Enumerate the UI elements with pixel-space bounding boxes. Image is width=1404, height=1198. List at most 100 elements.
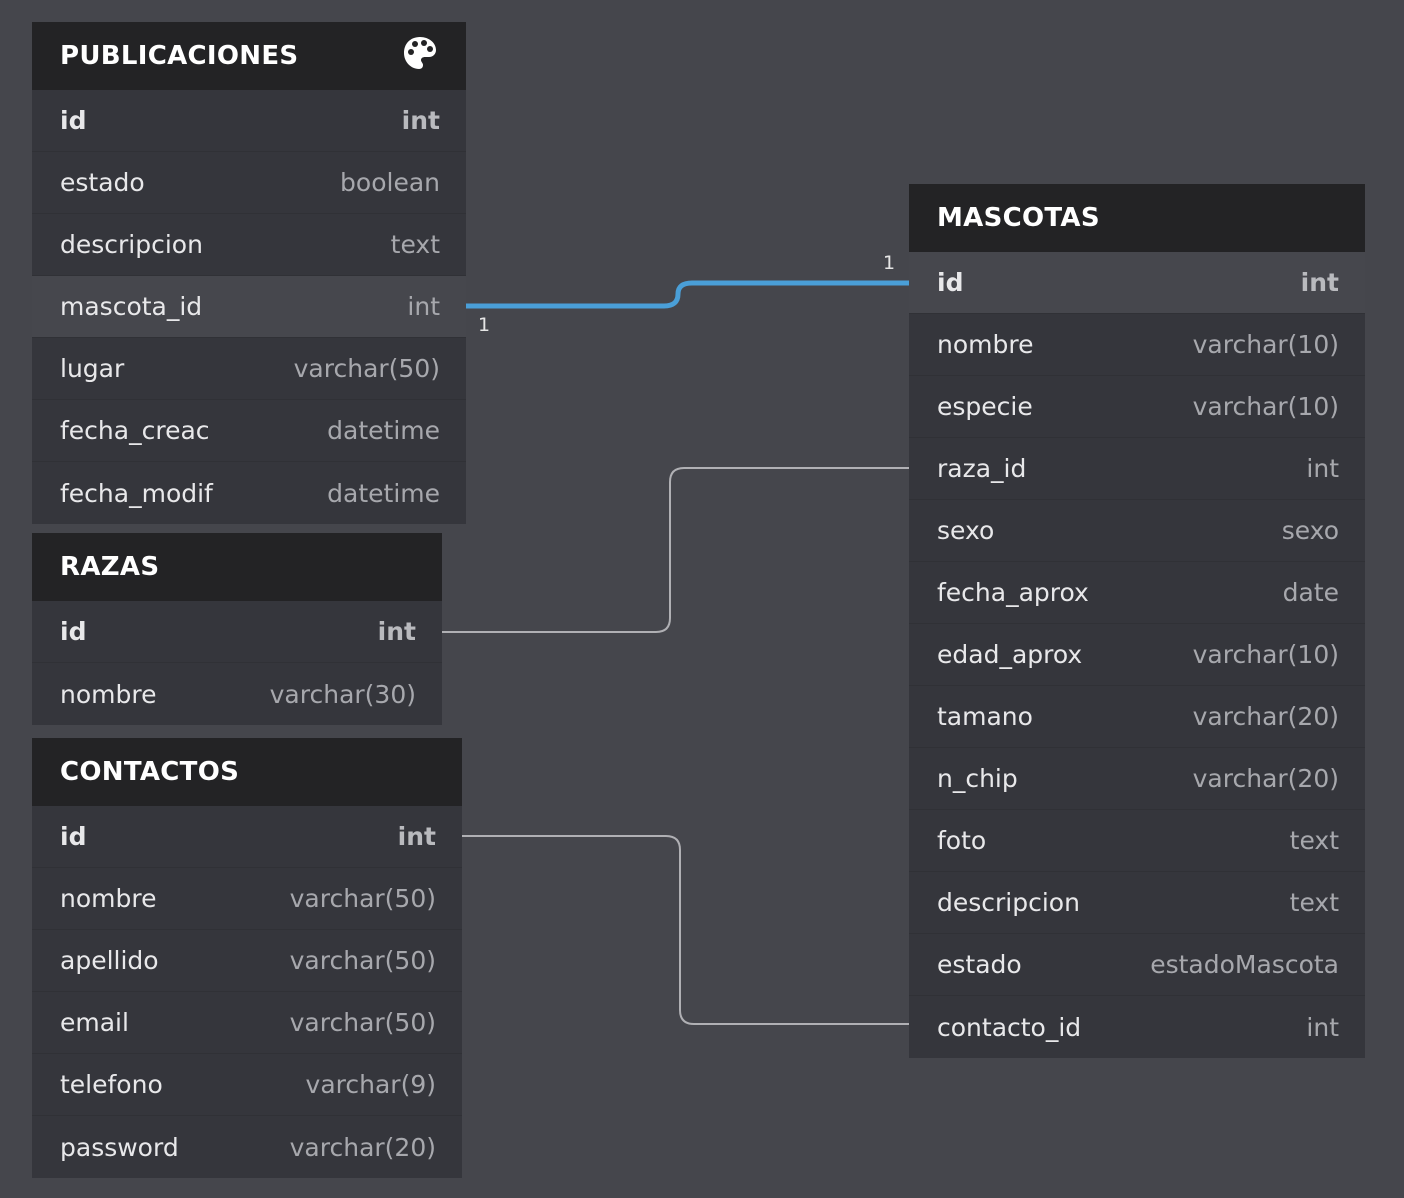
field-type: boolean [340,168,440,197]
field-name: apellido [60,946,159,975]
field-type: int [397,822,436,851]
field-type: varchar(20) [1192,702,1339,731]
field-name: id [60,106,87,135]
field-type: varchar(50) [289,884,436,913]
table-row[interactable]: fecha_creac datetime [32,400,466,462]
table-row[interactable]: sexo sexo [909,500,1365,562]
field-type: estadoMascota [1150,950,1339,979]
field-type: varchar(10) [1192,330,1339,359]
field-type: int [1306,454,1339,483]
field-type: varchar(50) [293,354,440,383]
table-title: MASCOTAS [937,203,1100,233]
field-name: descripcion [60,230,203,259]
field-type: int [1300,268,1339,297]
field-name: n_chip [937,764,1018,793]
relation-contactos-mascotas[interactable] [462,835,909,1025]
table-title: PUBLICACIONES [60,41,299,71]
field-type: text [390,230,440,259]
table-row[interactable]: mascota_id int [32,276,466,338]
field-type: datetime [327,416,440,445]
field-type: int [1306,1012,1339,1042]
field-name: fecha_aprox [937,578,1089,607]
table-row[interactable]: password varchar(20) [32,1116,462,1178]
table-header[interactable]: CONTACTOS [32,738,462,806]
table-title: CONTACTOS [60,757,240,787]
field-name: nombre [937,330,1034,359]
table-row[interactable]: nombre varchar(10) [909,314,1365,376]
field-name: foto [937,826,987,855]
table-row[interactable]: especie varchar(10) [909,376,1365,438]
table-row[interactable]: nombre varchar(50) [32,868,462,930]
table-header[interactable]: MASCOTAS [909,184,1365,252]
field-type: datetime [327,478,440,508]
field-name: contacto_id [937,1012,1082,1042]
table-row[interactable]: estado boolean [32,152,466,214]
field-type: text [1289,826,1339,855]
field-name: id [60,617,87,646]
table-row[interactable]: fecha_aprox date [909,562,1365,624]
table-mascotas[interactable]: MASCOTAS id int nombre varchar(10) especie… [909,184,1365,1058]
field-name: raza_id [937,454,1027,483]
table-row[interactable]: id int [909,252,1365,314]
table-header[interactable]: RAZAS [32,533,442,601]
table-row[interactable]: descripcion text [32,214,466,276]
table-row[interactable]: foto text [909,810,1365,872]
table-row[interactable]: fecha_modif datetime [32,462,466,524]
table-row[interactable]: estado estadoMascota [909,934,1365,996]
field-name: fecha_creac [60,416,210,445]
field-name: sexo [937,516,995,545]
field-name: email [60,1008,129,1037]
relation-publicaciones-mascotas[interactable] [466,280,909,309]
table-title: RAZAS [60,552,160,582]
field-name: fecha_modif [60,478,213,508]
field-name: id [937,268,964,297]
field-type: varchar(9) [305,1070,436,1099]
field-type: varchar(20) [1192,764,1339,793]
field-type: varchar(50) [289,946,436,975]
table-row[interactable]: email varchar(50) [32,992,462,1054]
field-name: id [60,822,87,851]
table-row[interactable]: edad_aprox varchar(10) [909,624,1365,686]
field-name: lugar [60,354,125,383]
field-name: edad_aprox [937,640,1083,669]
field-type: sexo [1281,516,1339,545]
table-contactos[interactable]: CONTACTOS id int nombre varchar(50) apelli… [32,738,462,1178]
field-name: estado [60,168,145,197]
table-razas[interactable]: RAZAS id int nombre varchar(30) [32,533,442,725]
field-name: mascota_id [60,292,203,321]
field-name: estado [937,950,1022,979]
table-row[interactable]: n_chip varchar(20) [909,748,1365,810]
field-name: password [60,1132,179,1162]
table-row[interactable]: raza_id int [909,438,1365,500]
field-type: varchar(20) [289,1132,436,1162]
field-type: varchar(50) [289,1008,436,1037]
field-type: int [407,292,440,321]
table-row[interactable]: descripcion text [909,872,1365,934]
table-row[interactable]: id int [32,90,466,152]
table-row[interactable]: lugar varchar(50) [32,338,466,400]
field-name: tamano [937,702,1033,731]
field-name: nombre [60,679,157,709]
relation-razas-mascotas[interactable] [442,467,909,633]
palette-icon[interactable] [402,35,438,78]
table-header[interactable]: PUBLICACIONES [32,22,466,90]
table-row[interactable]: apellido varchar(50) [32,930,462,992]
table-row[interactable]: nombre varchar(30) [32,663,442,725]
field-type: text [1289,888,1339,917]
table-row[interactable]: id int [32,806,462,868]
field-name: descripcion [937,888,1080,917]
field-type: varchar(10) [1192,392,1339,421]
field-type: int [377,617,416,646]
table-row[interactable]: contacto_id int [909,996,1365,1058]
relation-label-to: 1 [883,252,896,274]
field-type: varchar(30) [269,679,416,709]
table-row[interactable]: id int [32,601,442,663]
field-name: especie [937,392,1033,421]
field-type: varchar(10) [1192,640,1339,669]
field-type: date [1282,578,1339,607]
field-type: int [401,106,440,135]
table-row[interactable]: tamano varchar(20) [909,686,1365,748]
field-name: nombre [60,884,157,913]
table-publicaciones[interactable]: PUBLICACIONES id int estado boolean descri… [32,22,466,524]
